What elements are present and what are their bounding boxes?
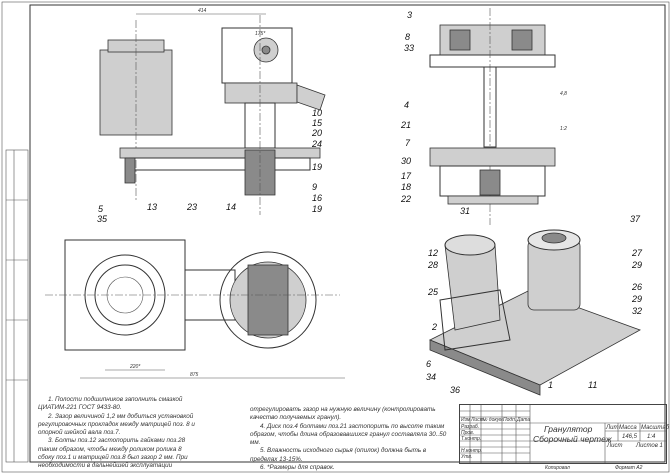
position-label: 9 [312,182,317,192]
position-label: 30 [401,156,411,166]
position-label: 10 [312,108,322,118]
position-label: 33 [404,43,414,53]
position-label: 4 [404,100,409,110]
note: 1. Полости подшипников заполнить смазкой… [38,396,183,412]
position-label: 24 [311,139,322,149]
position-label: 28 [427,260,438,270]
isometric-view-labels: 12 28 25 2 6 34 36 1 11 37 27 29 26 29 3… [426,214,643,395]
section-view [429,8,556,225]
dim-side2: 1:2 [560,126,567,132]
title-block: Изм Лист № докум. Подп. Дата Разраб. Про… [459,404,670,464]
note: 3. Болты поз.12 застопорить гайками поз.… [38,437,188,470]
position-label: 15 [312,118,323,128]
drawing-frame [29,4,666,463]
position-label: 20 [311,128,322,138]
note: 2. Зазор величиной 1,2 мм добиться устан… [38,412,195,437]
format-label: Формат A2 [615,465,643,471]
section-view-labels: 3 8 33 4 21 7 30 17 18 22 31 4,8 1:2 [400,10,567,216]
position-label: 23 [186,202,197,212]
plan-view: 220* 875 [45,239,345,379]
position-label: 25 [427,287,439,297]
mass-label: Масса [619,424,637,431]
position-label: 29 [631,294,642,304]
note: отрегулировать зазор на нужную величину … [250,406,436,422]
position-label: 6 [426,359,431,369]
role-ncontrol: Н.контр. [461,447,483,454]
position-label: 27 [631,248,643,258]
drawing-subtitle: Сборочный чертеж [533,434,612,444]
header-sign: Подп. [503,417,517,423]
position-label: 34 [426,372,436,382]
sheets-label: Листов 1 [636,443,663,449]
position-label: 21 [400,120,411,130]
position-label: 32 [632,306,642,316]
position-label: 18 [401,182,411,192]
header-date: Дата [517,417,531,423]
mass-value: 146,5 [622,433,638,440]
position-label: 3 [407,10,412,20]
position-label: 14 [226,202,236,212]
position-label: 16 [312,193,322,203]
dim-plan-total: 875 [190,372,199,378]
position-label: 22 [400,194,411,204]
copied-label: Копировал [545,465,570,471]
position-label: 11 [588,380,597,390]
dim-top: 414 [198,8,207,14]
scale-label: Масштаб [641,424,670,431]
position-label: 17 [401,171,412,181]
role-approved: Утв. [461,453,473,460]
position-label: 29 [631,260,642,270]
technical-notes-col2: отрегулировать зазор на нужную величину … [250,406,450,472]
position-label: 1 [548,380,553,390]
position-label: 26 [631,282,642,292]
scale-value: 1:4 [647,433,656,440]
header-izm: Изм [461,417,471,423]
position-label: 5 [98,204,104,214]
sheet-label: Лист [607,443,623,449]
position-label: 19 [312,204,322,214]
position-label: 35 [97,214,108,224]
position-label: 37 [630,214,641,224]
front-view-labels: 10 15 20 24 19 9 16 19 5 35 13 23 14 [97,108,323,224]
position-label: 8 [405,32,410,42]
header-list: Лист [471,417,484,423]
role-developer: Разраб. [461,423,480,430]
note: 5. Влажность исходного сырья (опилок) до… [250,447,427,463]
lit-label: Лит [606,424,619,431]
isometric-view [429,229,641,396]
left-stamp-strip [5,149,29,463]
position-label: 12 [428,248,438,258]
note: 4. Диск поз.4 болтами поз.21 застопорить… [250,422,447,447]
role-tcontrol: Т.контр. [461,435,482,442]
position-label: 19 [312,162,322,172]
position-label: 2 [431,322,437,332]
position-label: 36 [450,385,460,395]
front-view: 414 175* [99,8,326,215]
position-label: 31 [460,206,470,216]
technical-notes-col1: 1. Полости подшипников заполнить смазкой… [38,396,198,471]
note: 6. *Размеры для справок. [260,464,335,472]
position-label: 7 [405,138,411,148]
drawing-title: Гранулятор [544,424,593,434]
position-label: 13 [147,202,157,212]
dim-side1: 4,8 [560,91,567,97]
dim-plan-inner: 220* [129,364,141,370]
dim-top-small: 175* [255,31,266,37]
role-checker: Пров. [461,429,475,436]
header-doc: № докум. [482,417,505,423]
